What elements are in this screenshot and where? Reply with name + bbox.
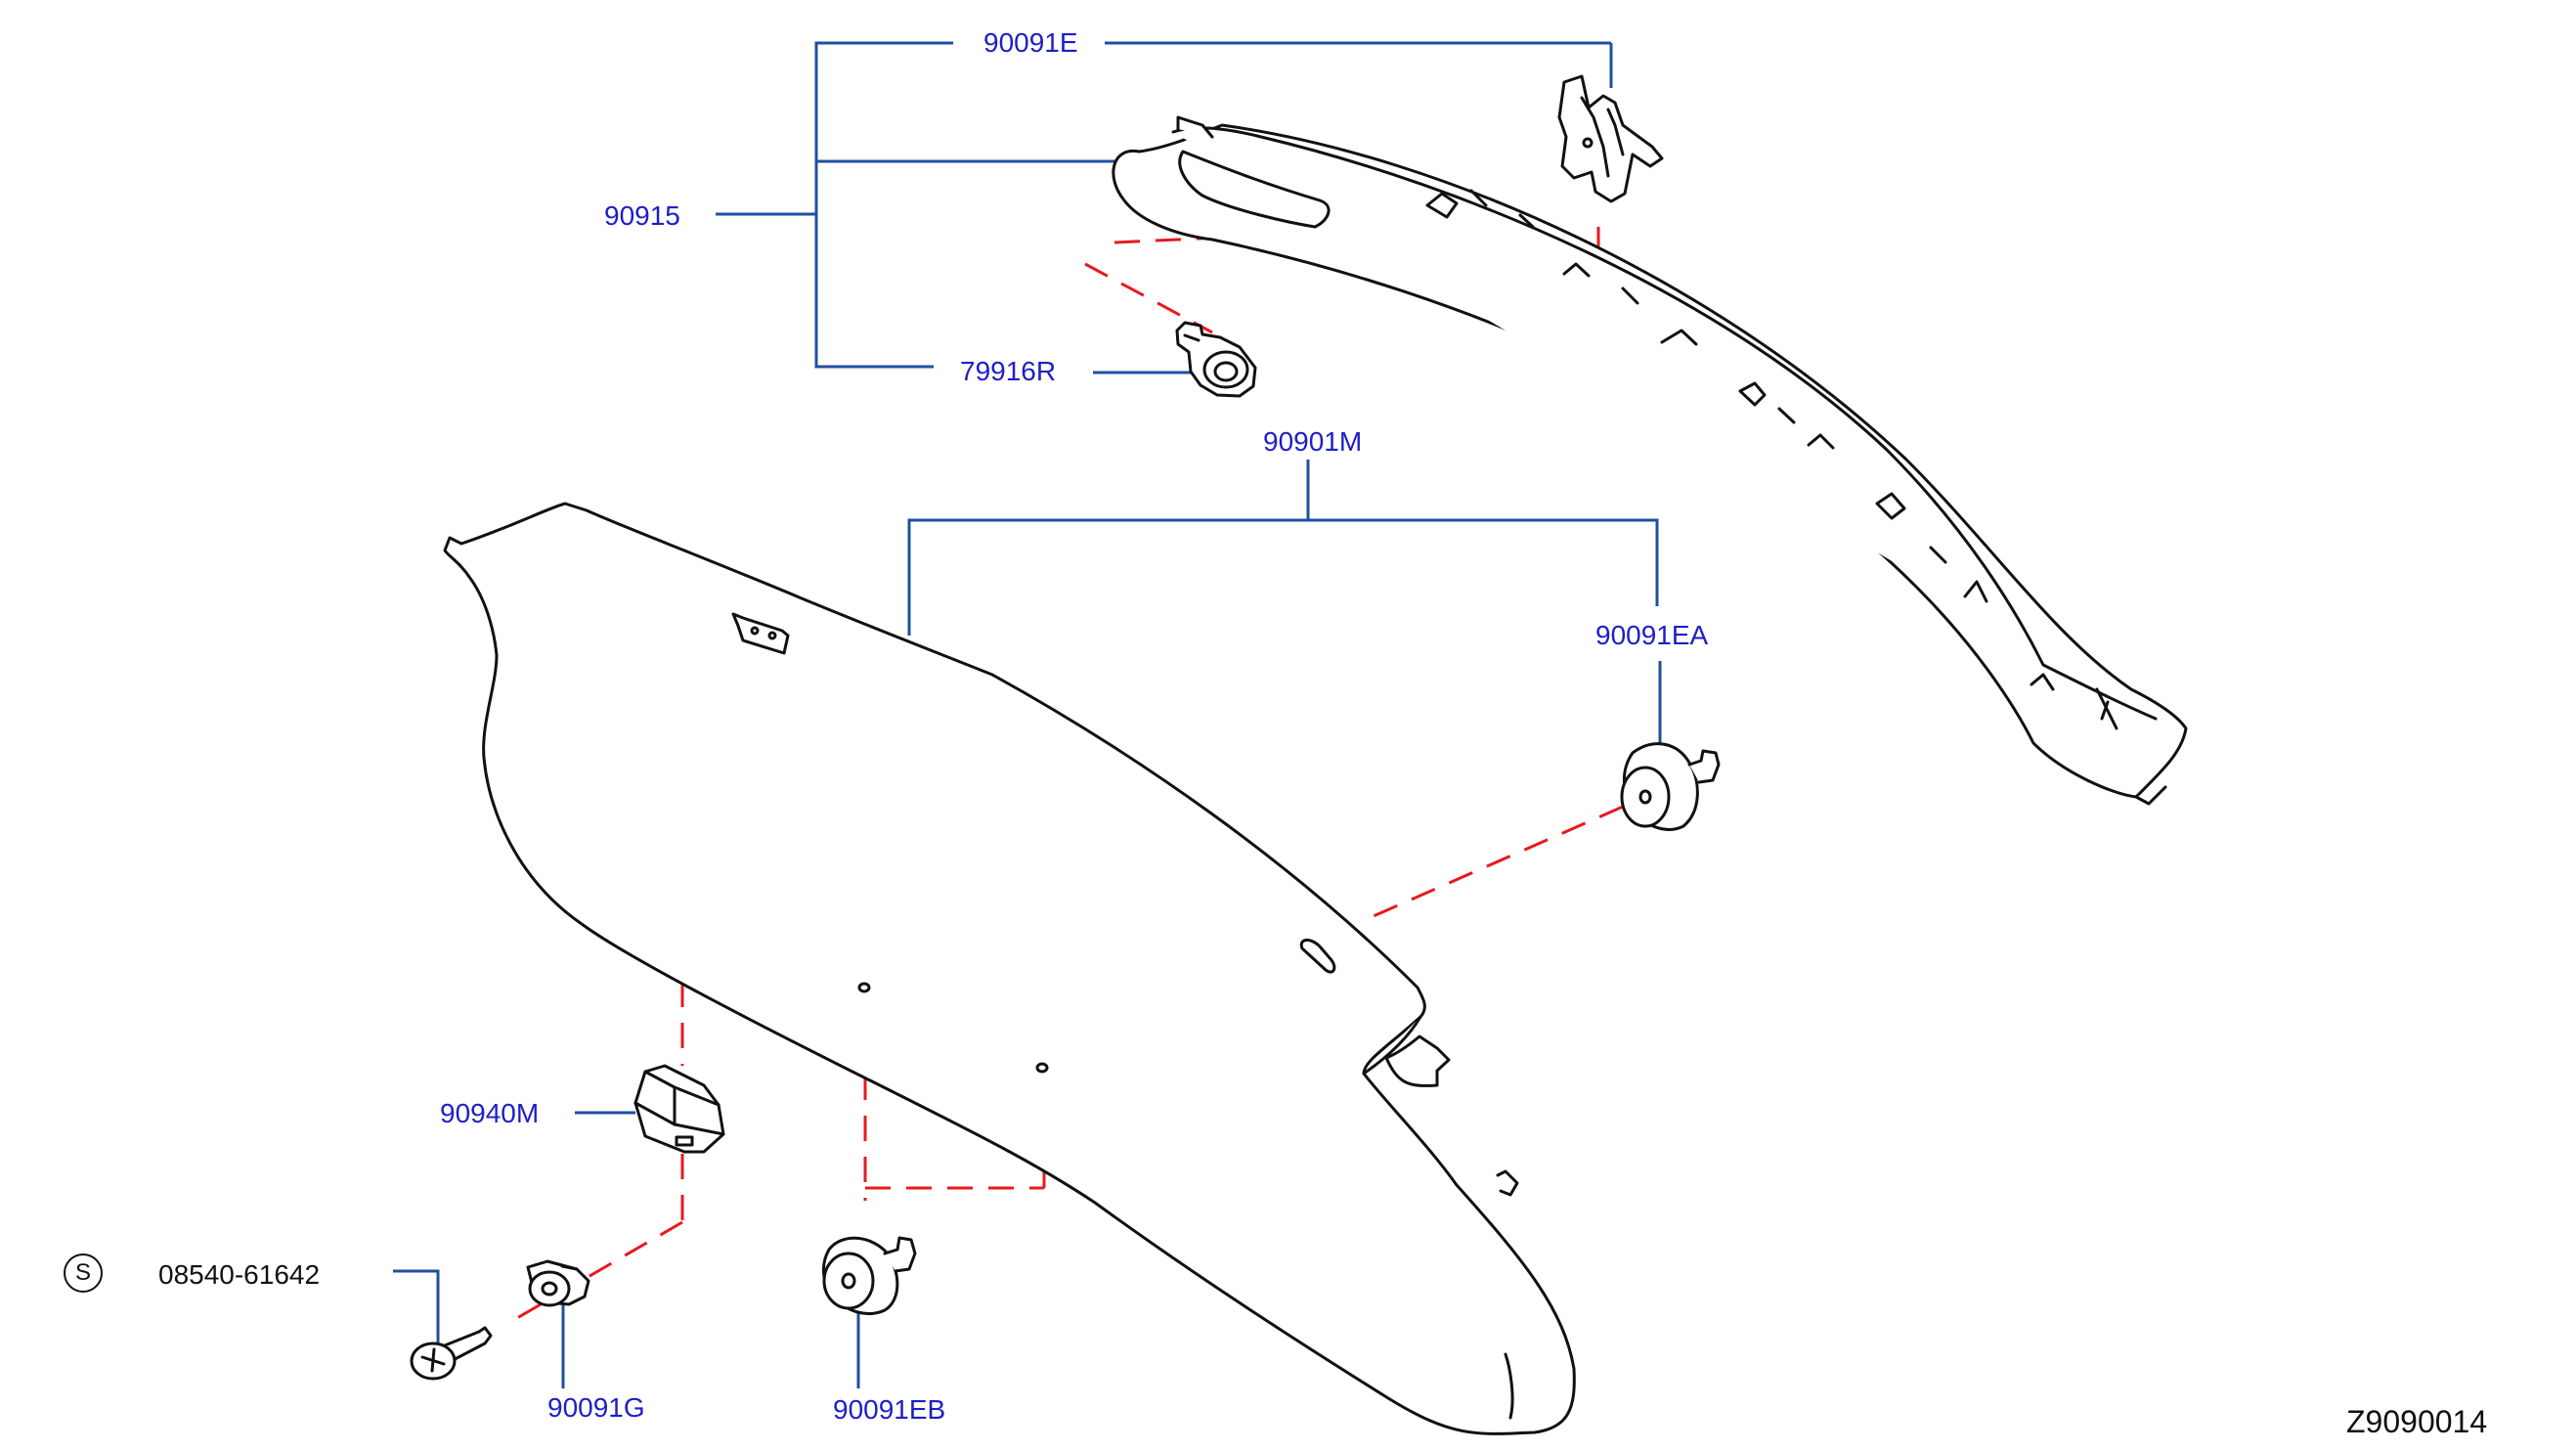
part-label-90091G: 90091G [547,1392,645,1423]
leader-lines [393,41,1662,1388]
grommet-79916R [1175,321,1257,398]
clip-90940M [633,1064,725,1154]
diagram-code: Z9090014 [2346,1404,2488,1439]
part-label-90940M: 90940M [440,1098,540,1128]
part-label-08540-61642: 08540-61642 [158,1259,321,1290]
part-label-79916R: 79916R [960,356,1057,386]
part-label-90091E: 90091E [983,27,1078,58]
clip-90091EB [822,1236,917,1315]
part-label-90091EA: 90091EA [1595,620,1709,650]
main-trim-panel [443,502,1576,1435]
screw-symbol-s: S [64,1253,103,1293]
parts-outline [410,74,2188,1435]
clip-90091EA [1620,742,1721,831]
part-label-90901M: 90901M [1263,426,1363,457]
part-label-90915: 90915 [604,200,680,231]
screw-08540-61642 [410,1326,493,1381]
clip-90091G [526,1259,590,1307]
clip-90091E [1557,74,1664,203]
upper-garnish [1112,115,2188,806]
part-label-90091EB: 90091EB [833,1394,946,1425]
